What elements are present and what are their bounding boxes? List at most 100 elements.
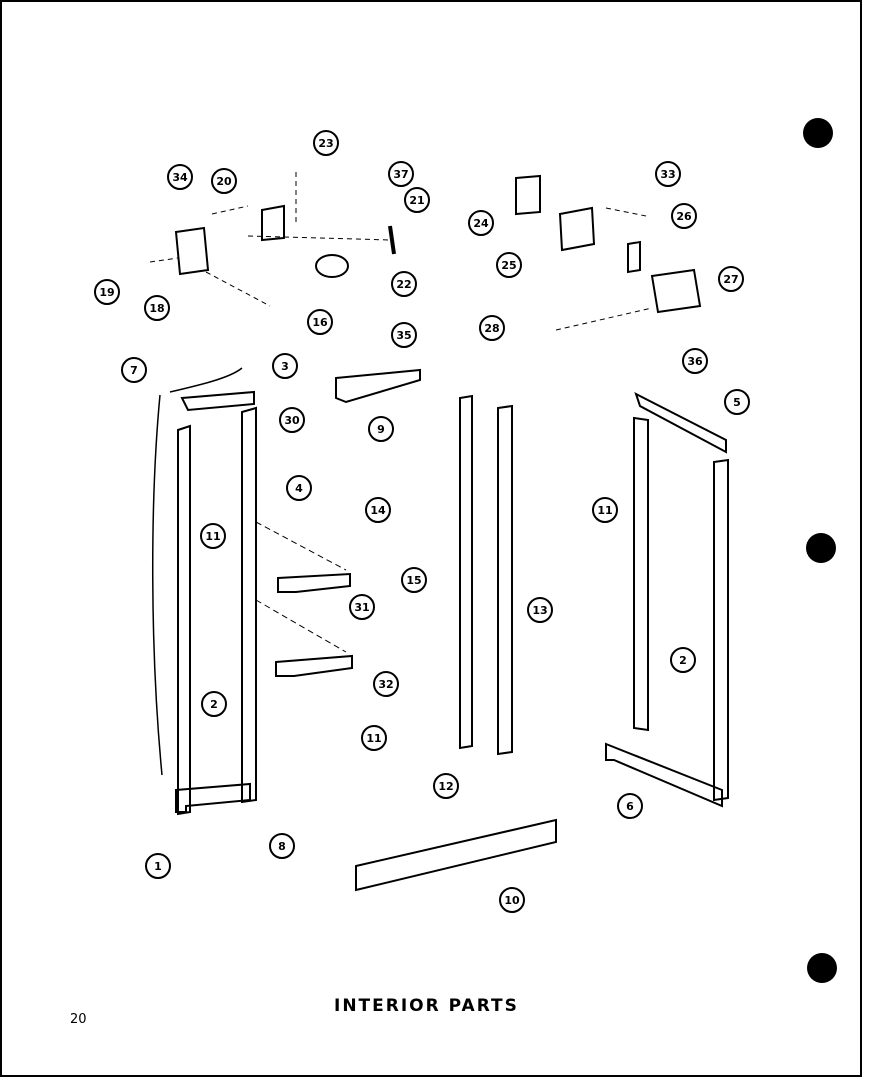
- callout-label: 4: [295, 482, 303, 495]
- callout-label: 6: [626, 800, 634, 813]
- part-31-shelf: [277, 572, 351, 593]
- callout-circle: [499, 887, 525, 913]
- callout-label: 16: [312, 316, 328, 329]
- callout-6: 6: [617, 793, 643, 819]
- callout-group: 1223456789101111111213141516181920212223…: [94, 130, 750, 913]
- callout-21: 21: [404, 187, 430, 213]
- callout-circle: [682, 348, 708, 374]
- part-6-bottom-channel: [605, 742, 723, 808]
- callout-label: 3: [281, 360, 289, 373]
- callout-circle: [361, 725, 387, 751]
- diagram-title: INTERIOR PARTS: [334, 996, 519, 1016]
- callout-8: 8: [269, 833, 295, 859]
- callout-circle: [496, 252, 522, 278]
- binder-hole-bottom: [807, 953, 837, 983]
- part-10-grille: [355, 818, 557, 892]
- part-21-pin: [388, 225, 396, 255]
- callout-circle: [724, 389, 750, 415]
- binder-hole-middle: [806, 533, 836, 563]
- callout-32: 32: [373, 671, 399, 697]
- part-2-left-strip: [177, 424, 191, 816]
- part-9-block: [335, 368, 421, 404]
- part-4-strip: [241, 406, 257, 804]
- callout-label: 19: [99, 286, 114, 299]
- binder-hole-top: [803, 118, 833, 148]
- callout-label: 2: [210, 698, 218, 711]
- callout-label: 12: [438, 780, 453, 793]
- callout-circle: [391, 322, 417, 348]
- callout-circle: [433, 773, 459, 799]
- part-18-box: [174, 226, 210, 276]
- callout-circle: [401, 567, 427, 593]
- callout-label: 26: [676, 210, 692, 223]
- callout-11: 11: [592, 497, 618, 523]
- callout-label: 11: [597, 504, 612, 517]
- callout-circle: [94, 279, 120, 305]
- callout-35: 35: [391, 322, 417, 348]
- callout-34: 34: [167, 164, 193, 190]
- callout-label: 9: [377, 423, 385, 436]
- callout-circle: [145, 853, 171, 879]
- callout-2: 2: [201, 691, 227, 717]
- callout-circle: [313, 130, 339, 156]
- callout-label: 31: [354, 601, 369, 614]
- callout-19: 19: [94, 279, 120, 305]
- part-22-knob: [315, 254, 349, 278]
- callout-13: 13: [527, 597, 553, 623]
- callout-label: 11: [205, 530, 220, 543]
- callout-11: 11: [200, 523, 226, 549]
- part-24-frame: [515, 174, 541, 216]
- callout-label: 21: [409, 194, 424, 207]
- callout-circle: [373, 671, 399, 697]
- callout-12: 12: [433, 773, 459, 799]
- callout-circle: [388, 161, 414, 187]
- callout-label: 24: [473, 217, 489, 230]
- part-7-gasket: [152, 394, 163, 776]
- callout-circle: [670, 647, 696, 673]
- callout-36: 36: [682, 348, 708, 374]
- callout-20: 20: [211, 168, 237, 194]
- callout-circle: [307, 309, 333, 335]
- callout-33: 33: [655, 161, 681, 187]
- callout-37: 37: [388, 161, 414, 187]
- callout-circle: [527, 597, 553, 623]
- callout-31: 31: [349, 594, 375, 620]
- callout-circle: [391, 271, 417, 297]
- callout-label: 10: [504, 894, 520, 907]
- callout-label: 2: [679, 654, 687, 667]
- callout-18: 18: [144, 295, 170, 321]
- part-20-bracket: [261, 204, 285, 242]
- part-1-bottom-channel: [175, 782, 251, 813]
- callout-circle: [201, 691, 227, 717]
- callout-2: 2: [670, 647, 696, 673]
- callout-label: 27: [723, 273, 738, 286]
- callout-24: 24: [468, 210, 494, 236]
- part-15-strip: [459, 394, 473, 750]
- callout-circle: [272, 353, 298, 379]
- page-number: 20: [70, 1012, 87, 1027]
- callout-label: 7: [130, 364, 138, 377]
- callout-circle: [211, 168, 237, 194]
- callout-label: 15: [406, 574, 421, 587]
- callout-7: 7: [121, 357, 147, 383]
- part-5-top-channel: [634, 391, 727, 454]
- callout-label: 32: [378, 678, 393, 691]
- callout-label: 11: [366, 732, 381, 745]
- callout-30: 30: [279, 407, 305, 433]
- callout-label: 25: [501, 259, 516, 272]
- callout-label: 30: [284, 414, 300, 427]
- callout-25: 25: [496, 252, 522, 278]
- callout-circle: [617, 793, 643, 819]
- callout-10: 10: [499, 887, 525, 913]
- part-13-strip: [497, 404, 513, 756]
- callout-14: 14: [365, 497, 391, 523]
- callout-3: 3: [272, 353, 298, 379]
- callout-4: 4: [286, 475, 312, 501]
- callout-22: 22: [391, 271, 417, 297]
- callout-label: 33: [660, 168, 675, 181]
- callout-circle: [349, 594, 375, 620]
- part-drawings: [149, 172, 729, 892]
- callout-circle: [368, 416, 394, 442]
- callout-1: 1: [145, 853, 171, 879]
